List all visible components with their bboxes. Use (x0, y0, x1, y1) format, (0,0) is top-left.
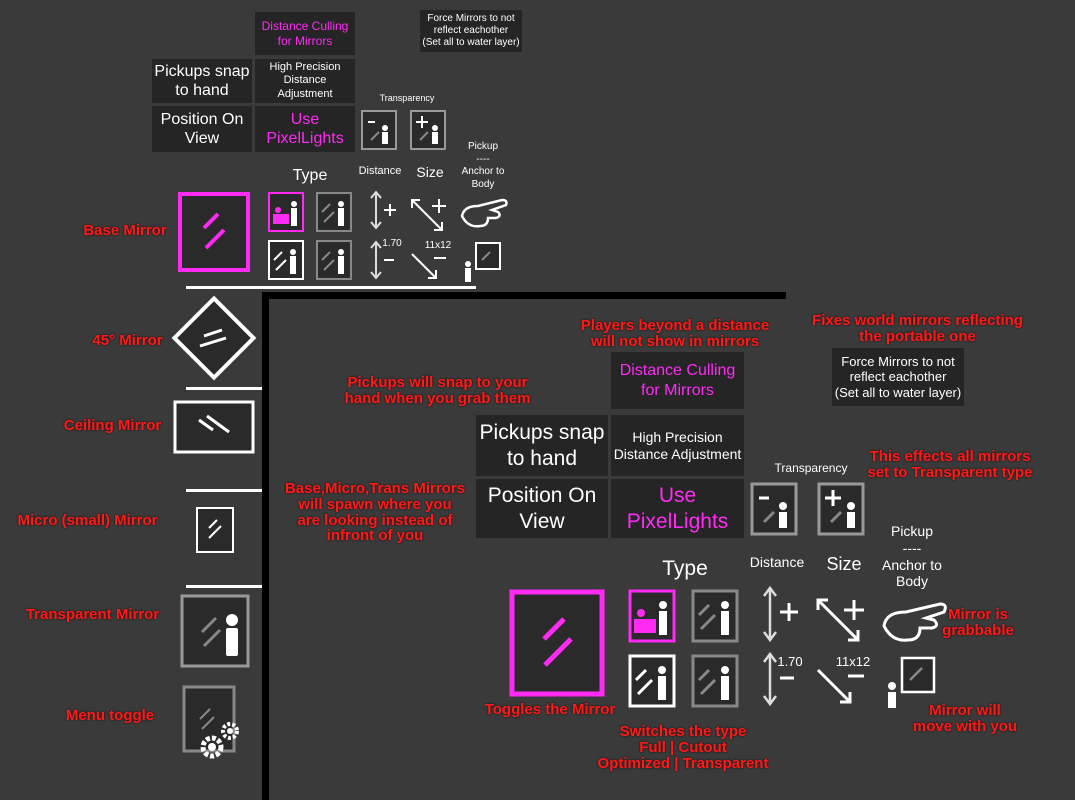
distance-label: Distance (749, 554, 805, 570)
small-hand-icon[interactable] (458, 196, 510, 232)
small-force-mirrors-button[interactable]: Force Mirrors to not reflect eachother (… (420, 10, 522, 52)
menu-toggle-label: Menu toggle (65, 707, 155, 724)
force-mirrors-button[interactable]: Force Mirrors to not reflect eachother (… (832, 348, 964, 406)
transparent-mirror-label: Transparent Mirror (25, 606, 160, 623)
small-size-plus-icon[interactable] (406, 194, 450, 238)
micro-mirror-icon[interactable] (195, 506, 235, 554)
transparent-mirror-icon[interactable] (180, 594, 250, 668)
note-mirror-grabbable: Mirror is grabbable (942, 606, 1014, 639)
size-value: 11x12 (835, 654, 871, 669)
small-distance-plus-icon[interactable] (366, 188, 400, 232)
menu-toggle-icon[interactable] (182, 685, 244, 759)
mirror-toggle-icon[interactable] (509, 589, 605, 697)
base-mirror-label: Base Mirror (83, 222, 167, 239)
small-distance-culling-button[interactable]: Distance Culling for Mirrors (255, 12, 355, 55)
note-players-beyond: Players beyond a distance will not show … (580, 317, 770, 350)
small-distance-value: 1.70 (382, 238, 402, 249)
type-full-icon[interactable] (628, 589, 676, 643)
distance-minus-icon[interactable] (758, 650, 802, 708)
mirror-45-label: 45° Mirror (92, 332, 163, 349)
small-use-pixellights-button[interactable]: Use PixelLights (255, 106, 355, 152)
type-optimized-icon[interactable] (628, 654, 676, 708)
small-pickups-snap-button[interactable]: Pickups snap to hand (152, 59, 252, 103)
distance-plus-icon[interactable] (758, 584, 802, 644)
note-pickups-will-snap: Pickups will snap to your hand when you … (344, 374, 531, 407)
left-separator-4 (186, 585, 262, 588)
note-mirror-move: Mirror will move with you (912, 702, 1018, 735)
ceiling-mirror-label: Ceiling Mirror (63, 417, 162, 434)
small-type-cutout-icon[interactable] (316, 192, 352, 232)
small-type-transparent-icon[interactable] (316, 240, 352, 280)
small-transparency-plus-icon[interactable] (410, 110, 446, 150)
note-effects-all: This effects all mirrors set to Transpar… (867, 448, 1033, 481)
type-cutout-icon[interactable] (691, 589, 739, 643)
panel-divider-top (262, 292, 786, 299)
small-transparency-label: Transparency (379, 93, 435, 103)
small-mirror-toggle-icon[interactable] (178, 192, 250, 272)
transparency-plus-icon[interactable] (817, 482, 865, 536)
distance-culling-button[interactable]: Distance Culling for Mirrors (611, 352, 744, 409)
small-type-optimized-icon[interactable] (268, 240, 304, 280)
left-separator-1 (186, 286, 476, 289)
type-label: Type (662, 557, 708, 580)
size-minus-icon[interactable] (812, 664, 868, 712)
mirror-45-icon[interactable] (170, 294, 258, 382)
note-toggles-mirror: Toggles the Mirror (484, 701, 616, 718)
ceiling-mirror-icon[interactable] (173, 400, 255, 454)
small-distance-minus-icon[interactable] (366, 238, 400, 282)
small-transparency-minus-icon[interactable] (361, 110, 397, 150)
small-size-value: 11x12 (424, 240, 452, 251)
small-pickup-anchor-label: Pickup ---- Anchor to Body (461, 141, 505, 190)
micro-mirror-label: Micro (small) Mirror (17, 512, 158, 529)
small-high-precision-button[interactable]: High Precision Distance Adjustment (255, 59, 355, 103)
small-anchor-body-icon[interactable] (460, 240, 504, 284)
note-spawn-where: Base,Micro,Trans Mirrors will spawn wher… (284, 480, 466, 545)
note-switches-type: Switches the type Full | Cutout Optimize… (597, 723, 769, 772)
pickups-snap-button[interactable]: Pickups snap to hand (476, 415, 608, 476)
transparency-label: Transparency (774, 461, 848, 475)
small-type-label: Type (292, 167, 328, 184)
high-precision-button[interactable]: High Precision Distance Adjustment (611, 415, 744, 476)
left-separator-2 (186, 387, 262, 390)
anchor-body-icon[interactable] (882, 654, 940, 710)
panel-divider-left (262, 292, 269, 800)
size-plus-icon[interactable] (812, 594, 868, 648)
note-fixes-world: Fixes world mirrors reflecting the porta… (812, 312, 1023, 345)
type-transparent-icon[interactable] (691, 654, 739, 708)
hand-icon[interactable] (880, 600, 950, 646)
small-position-on-view-button[interactable]: Position On View (152, 106, 252, 152)
size-label: Size (826, 554, 862, 574)
use-pixellights-button[interactable]: Use PixelLights (611, 479, 744, 538)
distance-value: 1.70 (777, 654, 803, 669)
small-size-minus-icon[interactable] (406, 248, 450, 288)
position-on-view-button[interactable]: Position On View (476, 479, 608, 538)
pickup-anchor-label: Pickup ---- Anchor to Body (882, 523, 942, 590)
transparency-minus-icon[interactable] (750, 482, 798, 536)
small-distance-label: Distance (358, 165, 402, 177)
left-separator-3 (186, 489, 262, 492)
small-type-full-icon[interactable] (268, 192, 304, 232)
small-size-label: Size (416, 164, 444, 180)
